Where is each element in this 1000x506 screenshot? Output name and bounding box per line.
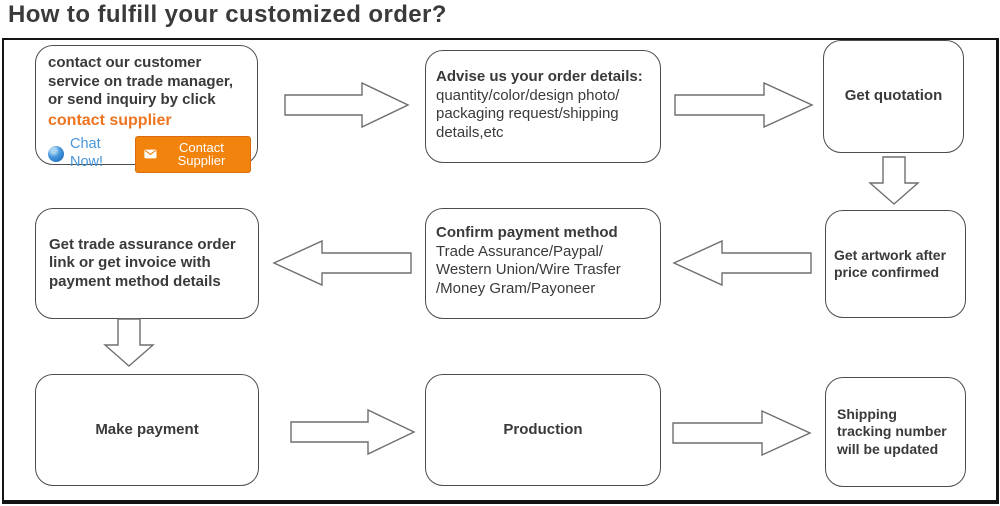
arrow-step4-to-step5 — [672, 238, 812, 288]
step7-label: Make payment — [95, 420, 199, 438]
flow-node-get-artwork: Get artwork after price confirmed — [825, 210, 966, 318]
step3-label: Get quotation — [844, 87, 943, 105]
flow-node-make-payment: Make payment — [35, 374, 259, 486]
chat-actions-row: Chat Now! Contact Supplier — [48, 135, 251, 173]
arrow-step8-to-step9 — [672, 408, 812, 458]
arrow-step5-to-step6 — [272, 238, 412, 288]
flow-node-confirm-payment: Confirm payment method Trade Assurance/P… — [425, 208, 661, 319]
step5-text: Trade Assurance/Paypal/ Western Union/Wi… — [436, 242, 621, 297]
flow-node-production: Production — [425, 374, 661, 486]
flow-node-shipping-tracking: Shipping tracking number will be updated — [825, 377, 966, 487]
arrow-step2-to-step3 — [674, 80, 814, 130]
step5-heading: Confirm payment method — [436, 224, 618, 241]
flow-node-get-quotation: Get quotation — [823, 40, 964, 153]
trademanager-chat-icon — [48, 146, 64, 163]
contact-supplier-link-text: contact supplier — [48, 111, 172, 129]
flowchart-border — [2, 38, 999, 504]
step2-text: quantity/color/design photo/ packaging r… — [436, 86, 620, 141]
arrow-step3-to-step4 — [867, 156, 921, 206]
flow-node-trade-assurance: Get trade assurance order link or get in… — [35, 208, 259, 319]
arrow-step7-to-step8 — [290, 407, 416, 457]
step2-heading: Advise us your order details: — [436, 68, 643, 85]
flow-node-contact-service: contact our customer service on trade ma… — [35, 45, 258, 173]
step1-text: contact our customer service on trade ma… — [48, 54, 234, 109]
arrow-step1-to-step2 — [284, 80, 410, 130]
flow-node-order-details: Advise us your order details: quantity/c… — [425, 50, 661, 163]
step8-label: Production — [503, 420, 583, 438]
chat-now-link[interactable]: Chat Now! — [70, 136, 104, 171]
page-title: How to fulfill your customized order? — [8, 1, 447, 28]
contact-supplier-button[interactable]: Contact Supplier — [135, 135, 251, 173]
envelope-icon — [144, 149, 157, 159]
contact-supplier-button-label: Contact Supplier — [177, 139, 226, 168]
arrow-step6-to-step7 — [102, 318, 156, 368]
